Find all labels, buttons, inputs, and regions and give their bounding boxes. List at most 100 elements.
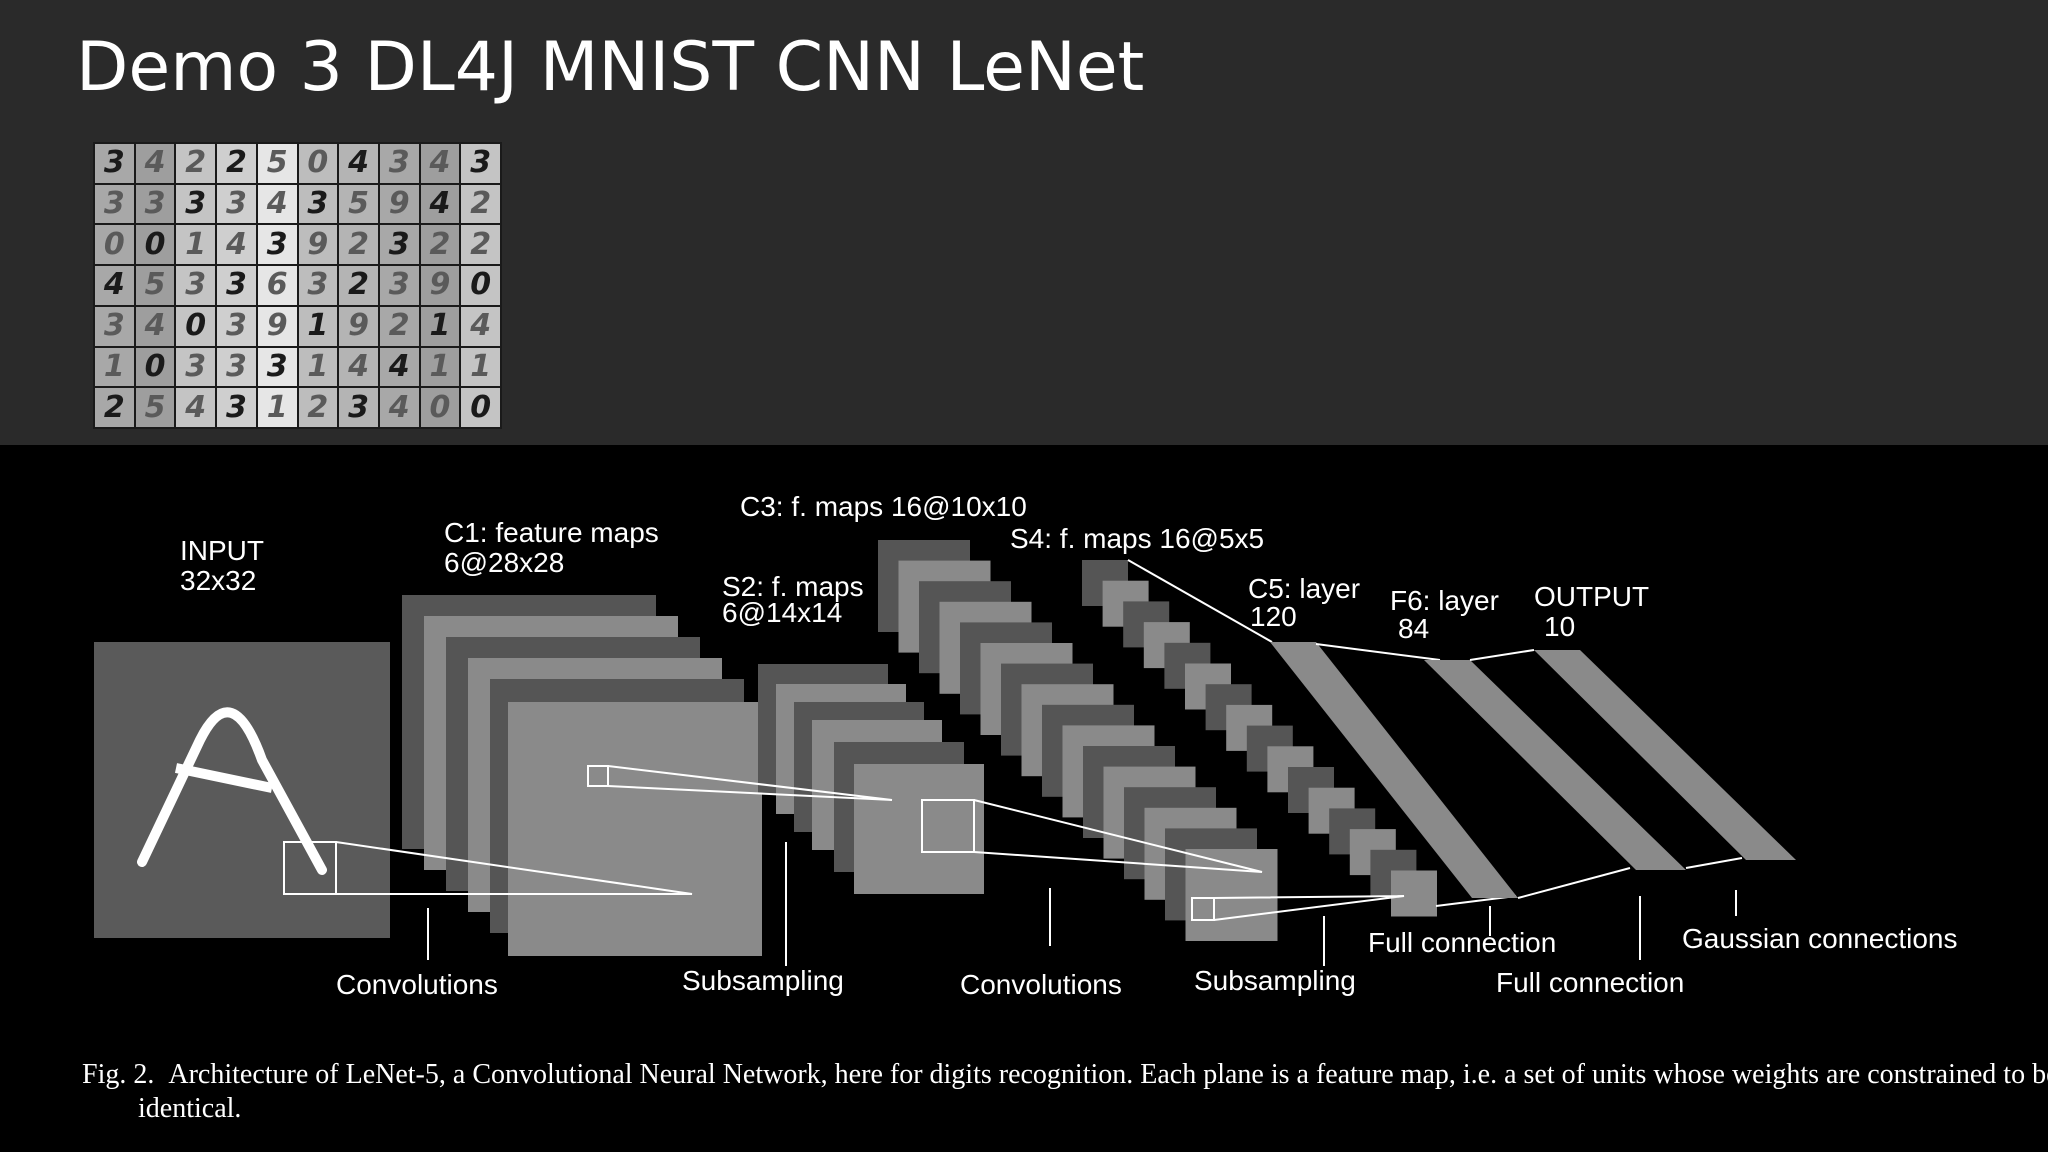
- mnist-digit-cell: 3: [257, 347, 297, 387]
- f6-layer-band: [1424, 660, 1686, 870]
- mnist-digit-cell: 5: [135, 388, 175, 427]
- mnist-digit-cell: 3: [217, 388, 256, 427]
- output-title: OUTPUT: [1534, 581, 1649, 612]
- c1-size: 6@28x28: [444, 547, 564, 578]
- mnist-digit-cell: 3: [95, 306, 134, 346]
- mnist-digit-cell: 3: [339, 388, 378, 427]
- mnist-digit-cell: 3: [217, 266, 256, 305]
- c1-receptive-field: [587, 765, 609, 787]
- mnist-digit-cell: 3: [217, 184, 256, 224]
- mnist-digit-cell: 0: [135, 225, 175, 265]
- mnist-digit-cell: 9: [339, 306, 378, 346]
- mnist-digit-cell: 2: [420, 225, 460, 265]
- mnist-digit-cell: 3: [95, 144, 134, 183]
- mnist-digit-cell: 4: [420, 184, 460, 224]
- input-plane: [94, 642, 390, 938]
- mnist-digit-cell: 1: [176, 225, 216, 265]
- label-full-connection-2: Full connection: [1496, 967, 1684, 998]
- mnist-digit-cell: 0: [298, 144, 338, 183]
- mnist-digit-cell: 3: [298, 266, 338, 305]
- mnist-digit-cell: 4: [339, 144, 378, 183]
- c3-to-s4-connector: [1213, 895, 1405, 921]
- mnist-digit-cell: 4: [135, 306, 175, 346]
- mnist-digit-cell: 4: [339, 347, 378, 387]
- mnist-digit-cell: 3: [217, 347, 256, 387]
- mnist-digit-cell: 4: [135, 144, 175, 183]
- input-letter-a-crossbar: [174, 763, 274, 793]
- mnist-digit-cell: 4: [95, 266, 134, 305]
- s4-title: S4: f. maps 16@5x5: [1010, 523, 1264, 554]
- caption-text: Architecture of LeNet-5, a Convolutional…: [138, 1059, 2048, 1124]
- mnist-digit-cell: 3: [135, 184, 175, 224]
- c5-to-f6-bottom-line: [1517, 867, 1631, 899]
- input-receptive-field: [283, 841, 337, 895]
- mnist-digit-cell: 1: [420, 347, 460, 387]
- mnist-digit-cell: 4: [176, 388, 216, 427]
- c5-size: 120: [1250, 601, 1297, 632]
- c5-title: C5: layer: [1248, 573, 1360, 604]
- s4-to-c5-top-line: [1127, 559, 1273, 643]
- c1-title: C1: feature maps: [444, 517, 659, 548]
- mnist-digit-cell: 2: [217, 144, 256, 183]
- mnist-digit-cell: 9: [298, 225, 338, 265]
- mnist-digit-cell: 3: [461, 144, 500, 183]
- mnist-digit-cell: 2: [461, 225, 500, 265]
- mnist-digit-cell: 6: [257, 266, 297, 305]
- s4-plane: [1391, 870, 1437, 917]
- mnist-digit-cell: 4: [379, 347, 419, 387]
- mnist-digit-cell: 3: [217, 306, 256, 346]
- label-convolutions-2: Convolutions: [960, 969, 1122, 1000]
- mnist-digit-cell: 1: [95, 347, 134, 387]
- mnist-digit-cell: 0: [176, 306, 216, 346]
- c5-to-f6-top-line: [1315, 643, 1441, 661]
- mnist-digit-cell: 3: [379, 266, 419, 305]
- mnist-digit-cell: 0: [95, 225, 134, 265]
- mnist-digit-cell: 3: [176, 184, 216, 224]
- s2-size: 6@14x14: [722, 597, 842, 628]
- c3-plane: [1185, 849, 1278, 941]
- mnist-digit-cell: 3: [379, 225, 419, 265]
- mnist-digit-cell: 2: [95, 388, 134, 427]
- mnist-digit-cell: 4: [420, 144, 460, 183]
- mnist-digit-cell: 3: [176, 347, 216, 387]
- input-title: INPUT: [180, 535, 264, 566]
- mnist-digit-cell: 9: [420, 266, 460, 305]
- f6-to-output-top-line: [1469, 649, 1535, 661]
- mnist-digit-cell: 5: [339, 184, 378, 224]
- c3-title: C3: f. maps 16@10x10: [740, 491, 1027, 522]
- c3-receptive-field: [1191, 897, 1215, 921]
- input-to-c1-connector: [335, 841, 693, 895]
- mnist-digit-cell: 3: [95, 184, 134, 224]
- input-letter-a-stroke: [137, 707, 327, 875]
- mnist-digit-cell: 0: [461, 266, 500, 305]
- mnist-digit-cell: 3: [176, 266, 216, 305]
- mnist-digit-cell: 9: [379, 184, 419, 224]
- slide-title: Demo 3 DL4J MNIST CNN LeNet: [76, 28, 1145, 107]
- mnist-digit-cell: 5: [135, 266, 175, 305]
- c3-plane-stack: [878, 540, 1278, 941]
- mnist-digit-cell: 0: [461, 388, 500, 427]
- label-subsampling-1: Subsampling: [682, 965, 844, 996]
- s2-receptive-field: [921, 799, 975, 853]
- s2-plane: [854, 764, 984, 894]
- output-size: 10: [1544, 611, 1575, 642]
- mnist-digit-cell: 4: [217, 225, 256, 265]
- c1-plane: [508, 702, 762, 956]
- mnist-digit-cell: 1: [420, 306, 460, 346]
- mnist-digit-cell: 4: [461, 306, 500, 346]
- label-subsampling-2: Subsampling: [1194, 965, 1356, 996]
- mnist-digit-cell: 2: [379, 306, 419, 346]
- c5-layer-band: [1270, 642, 1518, 898]
- f6-size: 84: [1398, 613, 1429, 644]
- mnist-digit-cell: 1: [298, 347, 338, 387]
- output-layer-band: [1534, 650, 1796, 860]
- mnist-digit-cell: 4: [379, 388, 419, 427]
- mnist-digit-cell: 5: [257, 144, 297, 183]
- figure-caption: Fig. 2.Architecture of LeNet-5, a Convol…: [82, 1058, 2048, 1126]
- mnist-digit-cell: 1: [298, 306, 338, 346]
- mnist-digit-cell: 9: [257, 306, 297, 346]
- caption-figure-number: Fig. 2.: [82, 1059, 155, 1090]
- mnist-digit-cell: 2: [339, 266, 378, 305]
